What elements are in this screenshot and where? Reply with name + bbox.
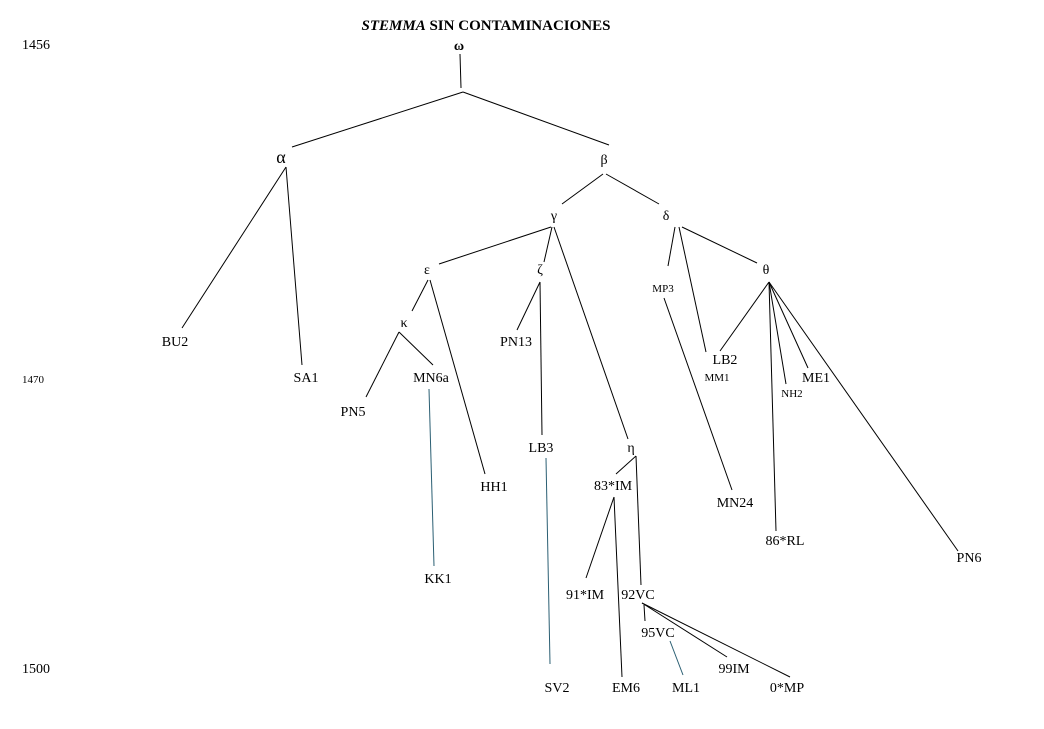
witness-MN6a: MN6a [413, 371, 450, 386]
edge-83IM-EM6 [613, 496, 623, 678]
edge-beta-gamma [561, 173, 604, 205]
edge-92VC-95VC [643, 604, 646, 622]
edge-epsilon-kappa [411, 279, 429, 312]
witness-MP3: MP3 [652, 283, 674, 295]
witness-KK1: KK1 [424, 572, 451, 587]
edge-omega-stem [459, 53, 462, 89]
edge-theta-MM1 [719, 281, 770, 352]
witness-ML1: ML1 [672, 681, 700, 696]
edge-theta-PN6 [768, 281, 959, 552]
edge-MP3-MN24 [663, 297, 733, 491]
witness-PN5: PN5 [341, 405, 366, 420]
year-label-mid: 1470 [22, 374, 45, 386]
edge-eta-83IM [615, 455, 637, 475]
edge-92VC-0MP [641, 602, 791, 678]
witness-MN24: MN24 [717, 496, 754, 511]
witness-95VC: 95VC [641, 626, 674, 641]
witness-99IM: 99IM [718, 662, 750, 677]
edge-theta-86RL [768, 281, 777, 532]
edge-MN6a-KK1 [428, 388, 435, 567]
node-theta: θ [763, 263, 770, 278]
edge-epsilon-HH1 [429, 279, 486, 475]
diagram-title: STEMMA SIN CONTAMINACIONES [362, 18, 611, 34]
node-beta: β [600, 153, 607, 168]
witness-PN6: PN6 [957, 551, 982, 566]
edge-alpha-SA1 [285, 166, 303, 366]
node-delta: δ [663, 209, 670, 224]
edge-gamma-eta [553, 226, 629, 440]
node-kappa: κ [400, 316, 407, 331]
edge-95VC-ML1 [669, 640, 684, 676]
witness-LB3: LB3 [529, 441, 554, 456]
edge-kappa-MN6a [398, 331, 434, 366]
title-italic: STEMMA [362, 18, 426, 34]
blue-links [428, 388, 684, 676]
node-gamma: γ [550, 209, 557, 224]
edge-gamma-zeta [543, 226, 553, 263]
edge-eta-92VC [635, 455, 642, 586]
edge-theta-NH2 [768, 281, 787, 385]
witness-0MP: 0*MP [770, 681, 804, 696]
witness-91IM: 91*IM [566, 588, 605, 603]
edge-omega-alpha [291, 91, 464, 148]
witness-EM6: EM6 [612, 681, 640, 696]
edge-theta-ME1 [768, 281, 809, 369]
edge-92VC-99IM [641, 602, 728, 658]
witness-83IM: 83*IM [594, 479, 633, 494]
edge-omega-beta [462, 91, 610, 146]
edge-alpha-BU2 [181, 166, 287, 329]
edge-LB3-SV2 [545, 457, 551, 665]
witness-MM1: MM1 [704, 372, 729, 384]
witness-NH2: NH2 [781, 388, 802, 400]
edge-zeta-LB3 [539, 281, 543, 436]
witness-SV2: SV2 [545, 681, 570, 696]
node-alpha: α [276, 147, 286, 167]
edge-83IM-91IM [585, 496, 615, 579]
node-omega: ω [454, 39, 464, 54]
title-rest: SIN CONTAMINACIONES [426, 18, 611, 34]
witness-BU2: BU2 [162, 335, 188, 350]
edge-zeta-PN13 [516, 281, 541, 331]
witness-ME1: ME1 [802, 371, 830, 386]
year-label-start: 1456 [22, 38, 50, 53]
year-label-end: 1500 [22, 662, 50, 677]
node-epsilon: ε [424, 263, 430, 278]
edge-delta-MP3 [667, 226, 676, 267]
witness-HH1: HH1 [480, 480, 507, 495]
witness-86RL: 86*RL [766, 534, 805, 549]
witness-SA1: SA1 [294, 371, 319, 386]
node-zeta: ζ [537, 263, 543, 278]
edge-delta-theta [681, 226, 758, 264]
witness-PN13: PN13 [500, 335, 532, 350]
edge-gamma-epsilon [438, 226, 552, 265]
witness-LB2: LB2 [713, 353, 738, 368]
node-eta: η [627, 441, 634, 456]
edge-kappa-PN5 [365, 331, 400, 398]
edges [181, 53, 959, 678]
edge-delta-LB2 [678, 226, 707, 353]
witness-92VC: 92VC [621, 588, 654, 603]
edge-beta-delta [605, 173, 660, 205]
